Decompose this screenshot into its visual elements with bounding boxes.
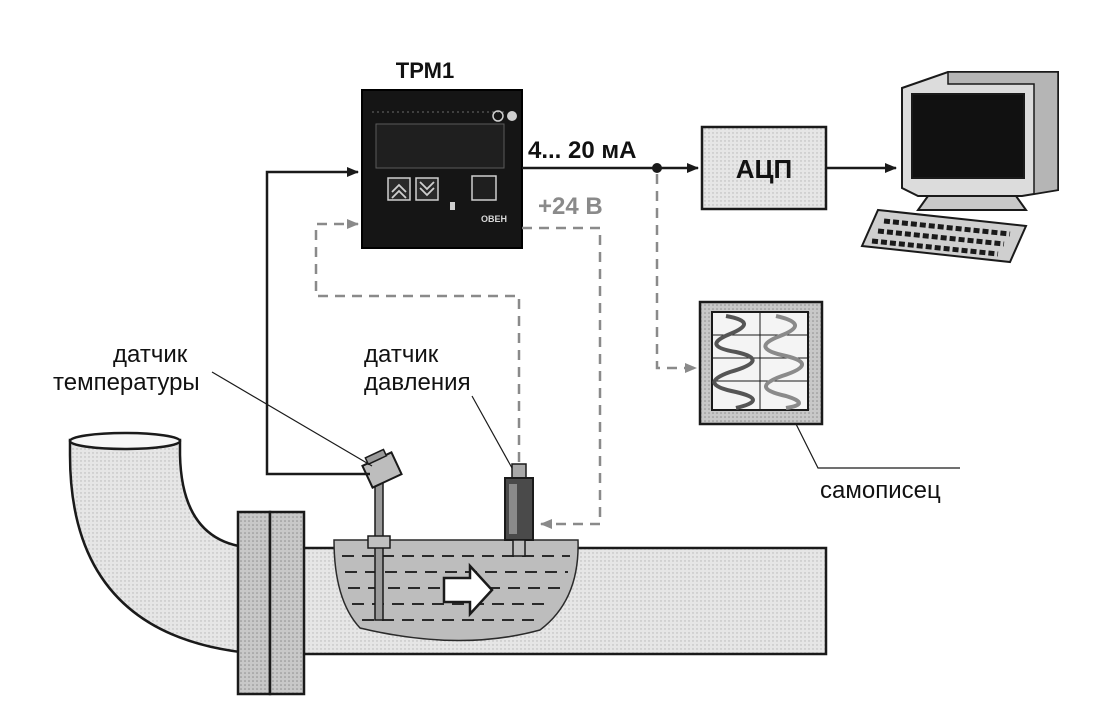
temp-sensor-fitting bbox=[367, 535, 391, 549]
temp-signal-line bbox=[265, 167, 370, 476]
current-output-label: 4... 20 мА bbox=[528, 137, 636, 164]
recorder-leader bbox=[795, 423, 960, 469]
supply-lines bbox=[314, 174, 697, 529]
pressure-sensor bbox=[504, 463, 534, 557]
computer bbox=[860, 71, 1059, 264]
pressure-sensor-port bbox=[512, 539, 526, 557]
trm1-gear-icon bbox=[507, 111, 517, 121]
trm1-up-button bbox=[387, 177, 411, 201]
pressure-sensor-cap bbox=[511, 463, 527, 479]
temperature-sensor bbox=[361, 448, 403, 621]
chevron-down-icon bbox=[419, 181, 435, 197]
supply-voltage-label: +24 В bbox=[538, 193, 603, 220]
monitor-screen bbox=[911, 93, 1025, 179]
keyboard-keys bbox=[871, 218, 1011, 257]
monitor-stand bbox=[916, 195, 1028, 211]
flange-right bbox=[268, 510, 306, 696]
flow-direction-arrow bbox=[442, 562, 494, 618]
leader-lines bbox=[211, 371, 960, 469]
recorder bbox=[698, 300, 824, 426]
pressure-sensor-leader bbox=[471, 395, 513, 469]
pressure-sensor-label-line1: датчик bbox=[364, 341, 439, 368]
recorder-label: самописец bbox=[820, 477, 941, 504]
pipe-elbow-opening bbox=[68, 431, 182, 451]
signal-lines bbox=[265, 163, 897, 476]
chevron-up-icon bbox=[391, 183, 407, 199]
pipe-elbow bbox=[68, 438, 262, 656]
trm1-indicator-icon bbox=[492, 110, 504, 122]
trm1-title: ТРМ1 bbox=[396, 58, 454, 83]
flange-left bbox=[236, 510, 272, 696]
trm1-display bbox=[375, 123, 505, 169]
adc-block: АЦП bbox=[700, 125, 828, 211]
trm1-device: ОВЕН bbox=[361, 89, 523, 249]
recorder-trace-1 bbox=[712, 314, 755, 410]
pressure-sensor-label-line2: давления bbox=[364, 369, 471, 396]
pressure-signal-line bbox=[314, 219, 521, 462]
adc-label: АЦП bbox=[736, 154, 792, 184]
supply-24v-line bbox=[522, 226, 602, 529]
temp-sensor-rod bbox=[374, 477, 384, 621]
trm1-body bbox=[361, 89, 523, 249]
recorder-trace-2 bbox=[763, 314, 804, 410]
trm1-brand-logo: ОВЕН bbox=[481, 214, 507, 224]
temp-sensor-label-line2: температуры bbox=[53, 369, 200, 396]
pipeline bbox=[68, 431, 828, 696]
temp-sensor-label-line1: датчик bbox=[113, 341, 188, 368]
trm1-program-button bbox=[471, 175, 497, 201]
signal-junction bbox=[652, 163, 662, 173]
temp-sensor-leader bbox=[211, 371, 373, 467]
recorder-signal-line bbox=[655, 174, 697, 373]
